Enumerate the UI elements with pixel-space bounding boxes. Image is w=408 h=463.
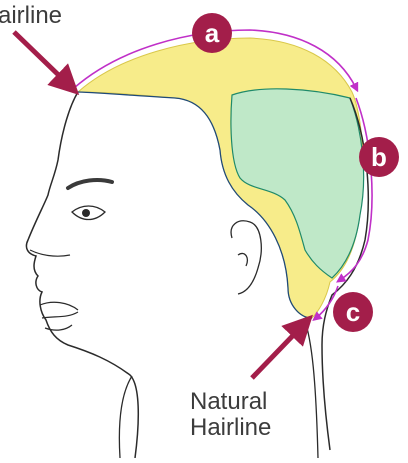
lips bbox=[40, 302, 78, 330]
natural-hairline-line2: Hairline bbox=[190, 415, 271, 441]
natural-hairline-label: Natural Hairline bbox=[190, 389, 271, 441]
svg-text:b: b bbox=[371, 142, 387, 172]
marker-b: b bbox=[359, 137, 399, 177]
ear bbox=[231, 221, 261, 294]
top-hairline-label: airline bbox=[0, 3, 62, 29]
arrow-top-hairline bbox=[14, 32, 72, 88]
arrow-natural-hairline bbox=[252, 322, 306, 378]
neck-front bbox=[119, 376, 132, 458]
marker-a: a bbox=[192, 13, 232, 53]
marker-c: c bbox=[333, 292, 373, 332]
svg-text:c: c bbox=[346, 297, 360, 327]
svg-text:a: a bbox=[205, 18, 220, 48]
natural-hairline-line1: Natural bbox=[190, 389, 271, 415]
eye-pupil bbox=[82, 209, 90, 217]
eyebrow bbox=[68, 180, 112, 188]
neck-back bbox=[304, 318, 318, 458]
